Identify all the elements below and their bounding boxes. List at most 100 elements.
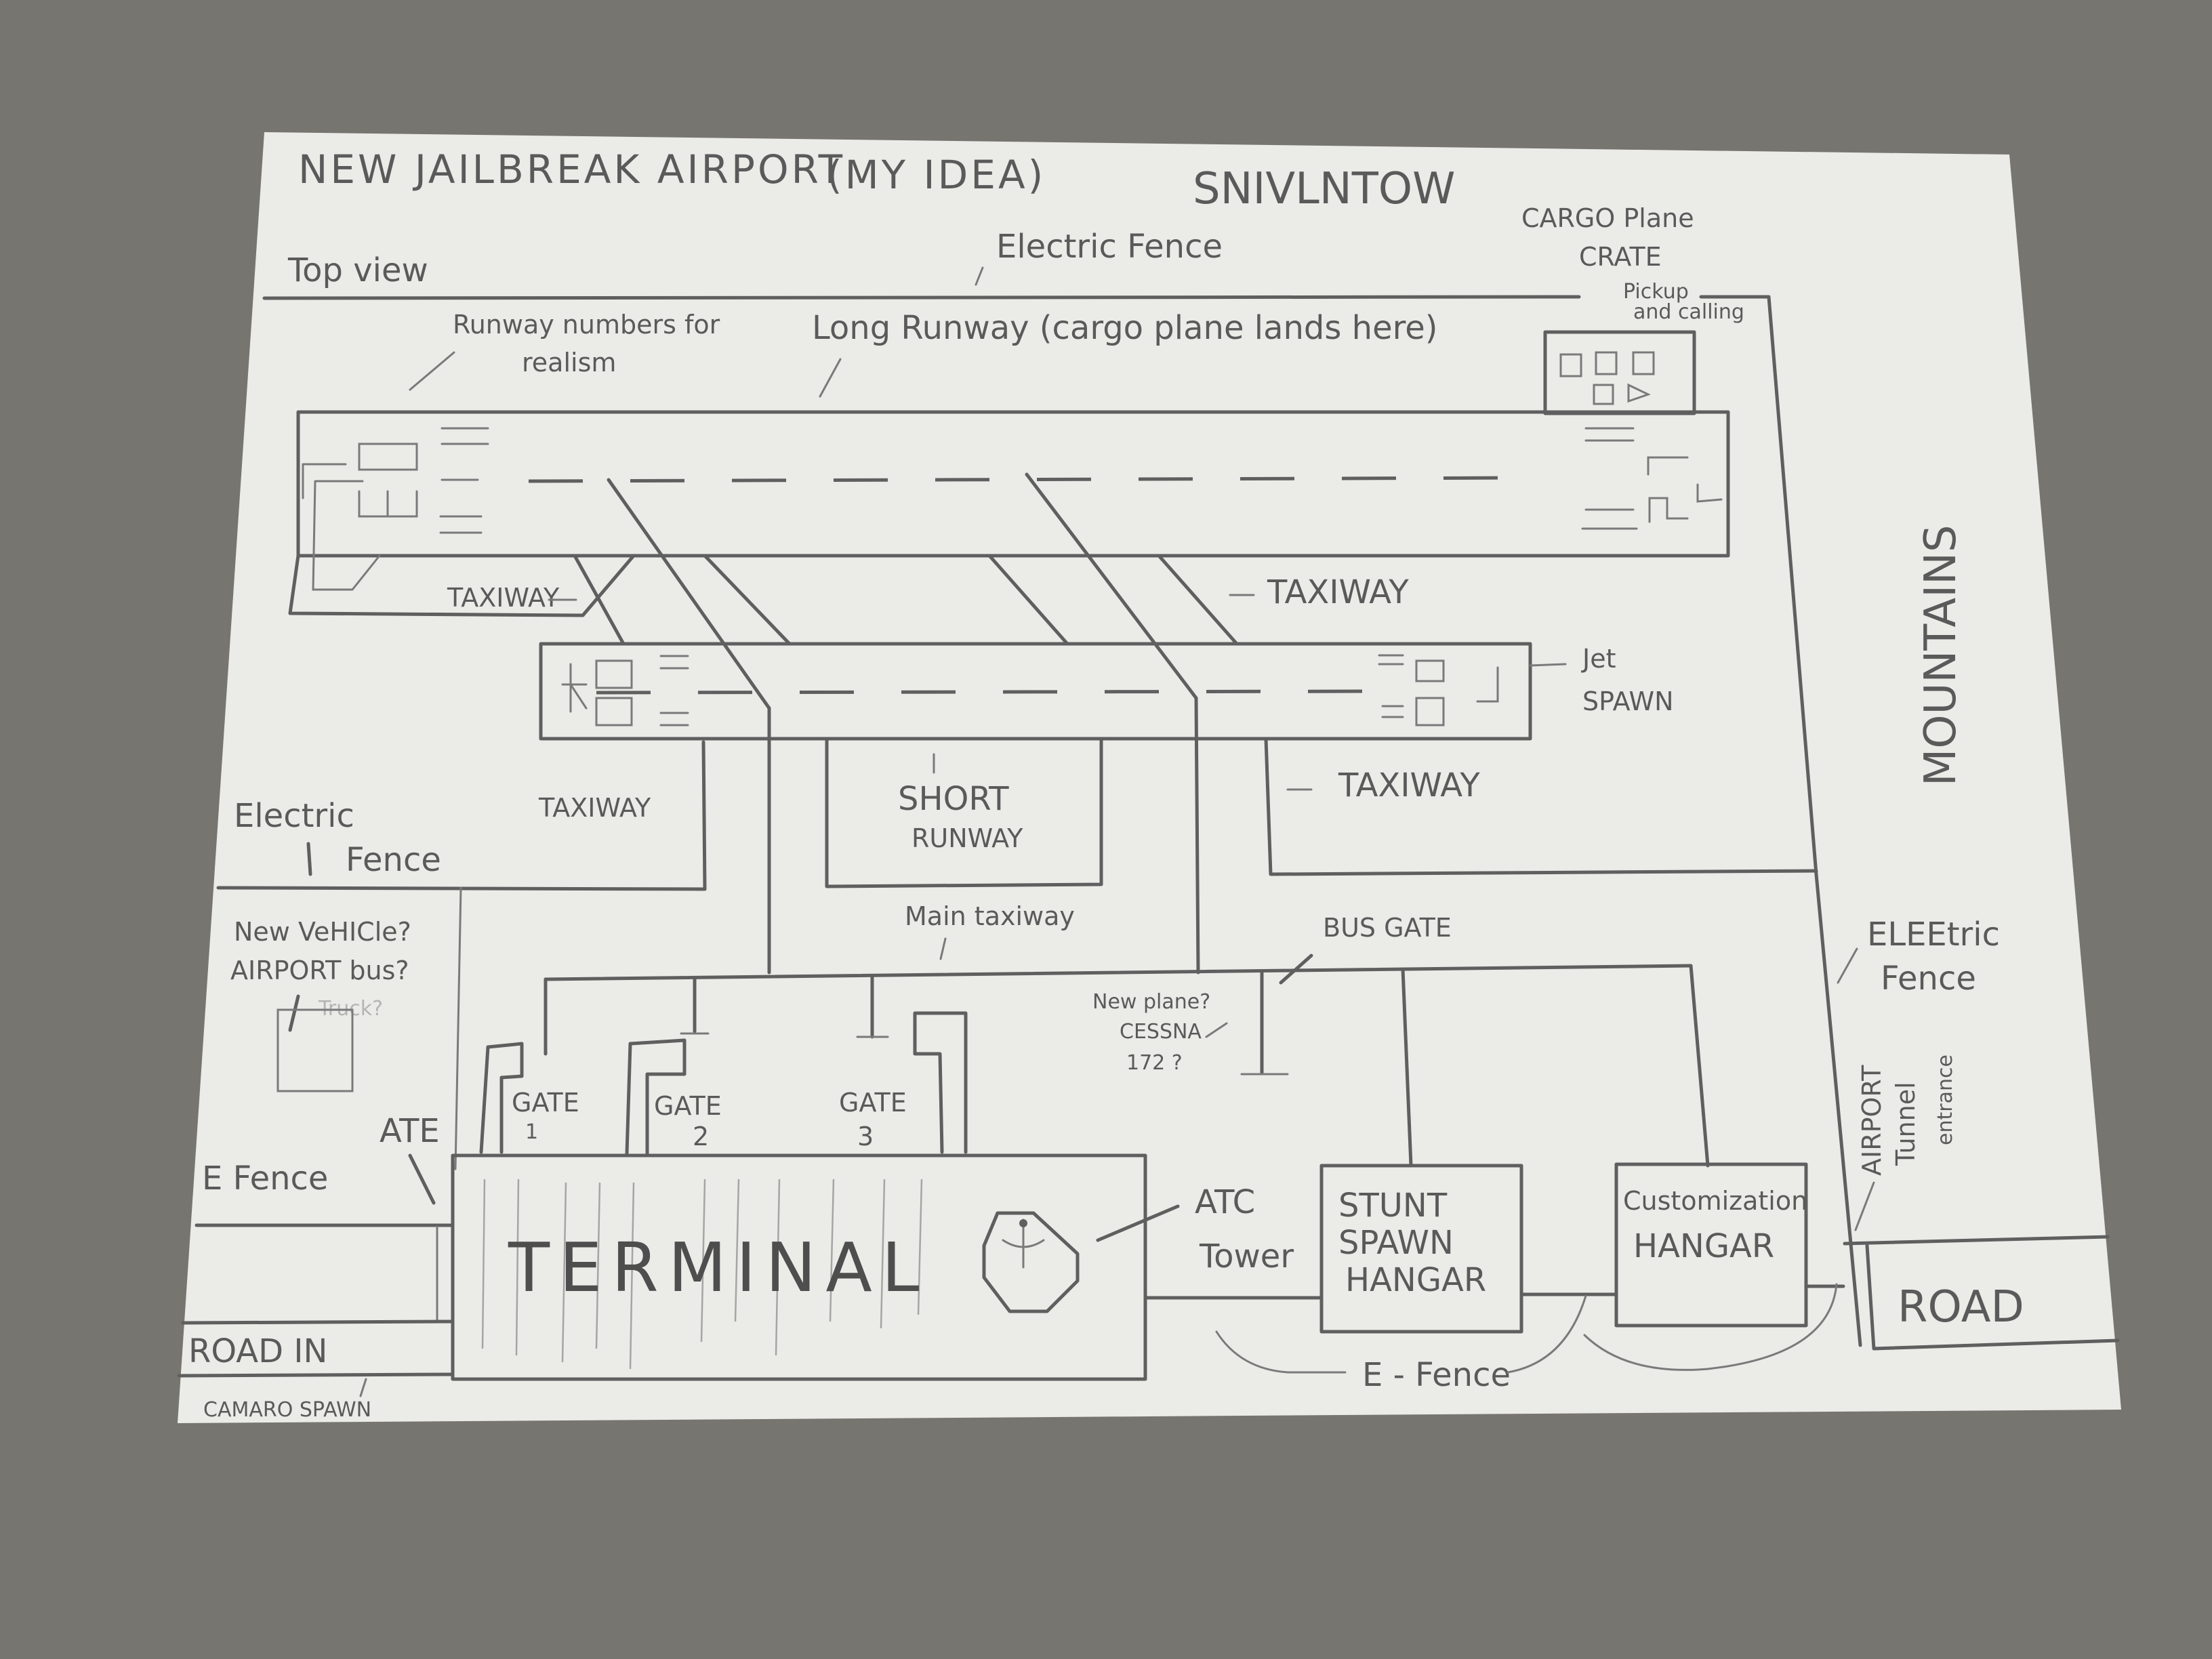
- stunt-hangar-label-2: SPAWN: [1338, 1224, 1454, 1262]
- terminal-hatching: [481, 1179, 923, 1370]
- short-runway-threshold-left-icon: [561, 655, 689, 726]
- cargo-crate-label: CARGO Plane: [1521, 203, 1694, 233]
- gate-2-jetbridge: [625, 1038, 687, 1155]
- atc-label-2: Tower: [1199, 1237, 1294, 1275]
- electric-fence-top-label: Electric Fence: [996, 228, 1223, 266]
- left-taxi-edge: [288, 554, 636, 617]
- new-plane-label: New plane?: [1092, 990, 1210, 1014]
- cargo-pickup-label-2: and calling: [1633, 300, 1744, 324]
- taxiway-label-upper-right: TAXIWAY: [1267, 573, 1409, 611]
- taxiway-label-lower-left: TAXIWAY: [538, 793, 651, 823]
- terminal-label: TERMINAL: [508, 1228, 928, 1307]
- diagonal-taxiway: [1157, 554, 1239, 646]
- road-in-label: ROAD IN: [188, 1332, 327, 1370]
- road-in-lower-edge: [177, 1372, 455, 1378]
- atc-label: ATC: [1195, 1183, 1255, 1221]
- runway-numbers-label: Runway numbers for: [453, 310, 720, 340]
- tunnel-label-3: entrance: [1933, 1054, 1957, 1145]
- runway-numbers-label-2: realism: [522, 348, 616, 377]
- cargo-crates-icon: [1559, 351, 1655, 405]
- leader-line: [409, 351, 455, 391]
- short-runway: [539, 642, 1532, 741]
- short-runway-centerline: [596, 689, 1383, 695]
- bus-gate-mark: [1279, 954, 1313, 985]
- jet-spawn-label-2: SPAWN: [1582, 687, 1674, 716]
- leader-line: [975, 266, 984, 286]
- paper-sheet: [178, 132, 2121, 1423]
- leader-line: [306, 842, 312, 876]
- gate-3-jetbridge: [913, 1011, 968, 1154]
- short-runway-threshold-right-icon: [1378, 654, 1499, 726]
- cargo-crate-label-2: CRATE: [1579, 242, 1662, 272]
- electric-fence-left-label: Electric: [234, 797, 354, 835]
- road-in-bottom: [181, 1319, 455, 1325]
- e-fence-bottom-label: E - Fence: [1362, 1356, 1511, 1394]
- custom-hangar-label: Customization: [1623, 1186, 1807, 1216]
- short-runway-label: SHORT: [898, 780, 1009, 818]
- customization-hangar: [1614, 1162, 1808, 1328]
- diagonal-taxiway: [607, 478, 771, 710]
- new-vehicle-label: New VeHICle?: [234, 917, 411, 947]
- tunnel-label-2: Tunnel: [1891, 1082, 1921, 1166]
- gate-abbrev-label: ATE: [380, 1112, 440, 1150]
- runway-threshold-right-icon: [1581, 427, 1723, 530]
- long-runway-centerline: [528, 476, 1532, 483]
- gate-2-label: GATE: [654, 1091, 722, 1121]
- tunnel-label: AIRPORT: [1857, 1065, 1887, 1176]
- leader-line: [819, 358, 842, 398]
- bus-gate-label: BUS GATE: [1323, 913, 1452, 943]
- mountains-label: MOUNTAINS: [1916, 525, 1966, 786]
- sheet-title: NEW JAILBREAK AIRPORT: [298, 146, 845, 192]
- short-runway-apron: [825, 737, 1103, 888]
- sheet-title-note: (MY IDEA): [827, 152, 1046, 198]
- atc-leader: [1096, 1204, 1180, 1242]
- camaro-spawn-label: CAMARO SPAWN: [203, 1398, 371, 1422]
- e-fence-left-label: E Fence: [202, 1160, 328, 1197]
- gate-1-label: GATE: [512, 1088, 579, 1118]
- gate-3-number: 3: [857, 1122, 874, 1151]
- stunt-hangar-label: STUNT: [1338, 1187, 1448, 1225]
- new-plane-label-3: 172 ?: [1126, 1051, 1183, 1075]
- taxiway-right-block: [1264, 737, 1818, 876]
- long-runway-label: Long Runway (cargo plane lands here): [812, 309, 1438, 347]
- jet-spawn-leader: [1529, 663, 1567, 667]
- leader-line: [359, 1378, 367, 1397]
- taxiway-edge: [701, 740, 707, 891]
- taxiway-label-upper-left: TAXIWAY: [447, 583, 560, 613]
- e-fence-bottom-curve-2: [1507, 1283, 1838, 1374]
- electric-fence-outer: [262, 295, 1581, 300]
- diagonal-taxiway: [703, 554, 792, 646]
- terminal-building: [451, 1153, 1147, 1381]
- leader-line: [408, 1153, 436, 1205]
- jet-spawn-label: Jet: [1581, 644, 1616, 674]
- new-vehicle-label-2: AIRPORT bus?: [230, 956, 409, 985]
- road-right-label: ROAD: [1898, 1282, 2024, 1332]
- short-runway-label-2: RUNWAY: [912, 823, 1023, 853]
- cargo-pickup-label: Pickup: [1623, 280, 1689, 304]
- leader-line: [939, 937, 947, 960]
- view-label: Top view: [287, 251, 428, 289]
- main-taxiway-line: [544, 964, 1693, 981]
- gate-1-number: 1: [525, 1120, 538, 1144]
- new-plane-label-2: CESSNA: [1120, 1020, 1202, 1044]
- electric-fence-left-label-2: Fence: [346, 841, 441, 879]
- diagonal-taxiway: [1025, 472, 1198, 700]
- gate-3-label: GATE: [839, 1088, 907, 1118]
- leader-line: [1205, 1022, 1228, 1038]
- electric-fence-right: [1814, 872, 1862, 1347]
- fence-left-vertical: [454, 886, 462, 1170]
- leader-line: [1837, 947, 1858, 984]
- author-signature: SNIVLNTOW: [1193, 164, 1455, 214]
- main-taxiway-label: Main taxiway: [905, 901, 1075, 931]
- taxiway-edge: [1194, 696, 1200, 975]
- road-right-top: [1843, 1235, 2110, 1246]
- electric-fence-right-label: ELEEtric: [1867, 916, 2000, 954]
- stunt-hangar-label-3: HANGAR: [1345, 1261, 1486, 1299]
- stunt-spawn-hangar: [1319, 1164, 1523, 1334]
- diagonal-taxiway: [987, 554, 1069, 646]
- taxiway-label-lower-right: TAXIWAY: [1338, 766, 1480, 804]
- e-fence-bottom-curve: [1215, 1330, 1347, 1374]
- gate-1-jetbridge: [479, 1042, 524, 1154]
- electric-fence-outer-right: [1699, 295, 1818, 876]
